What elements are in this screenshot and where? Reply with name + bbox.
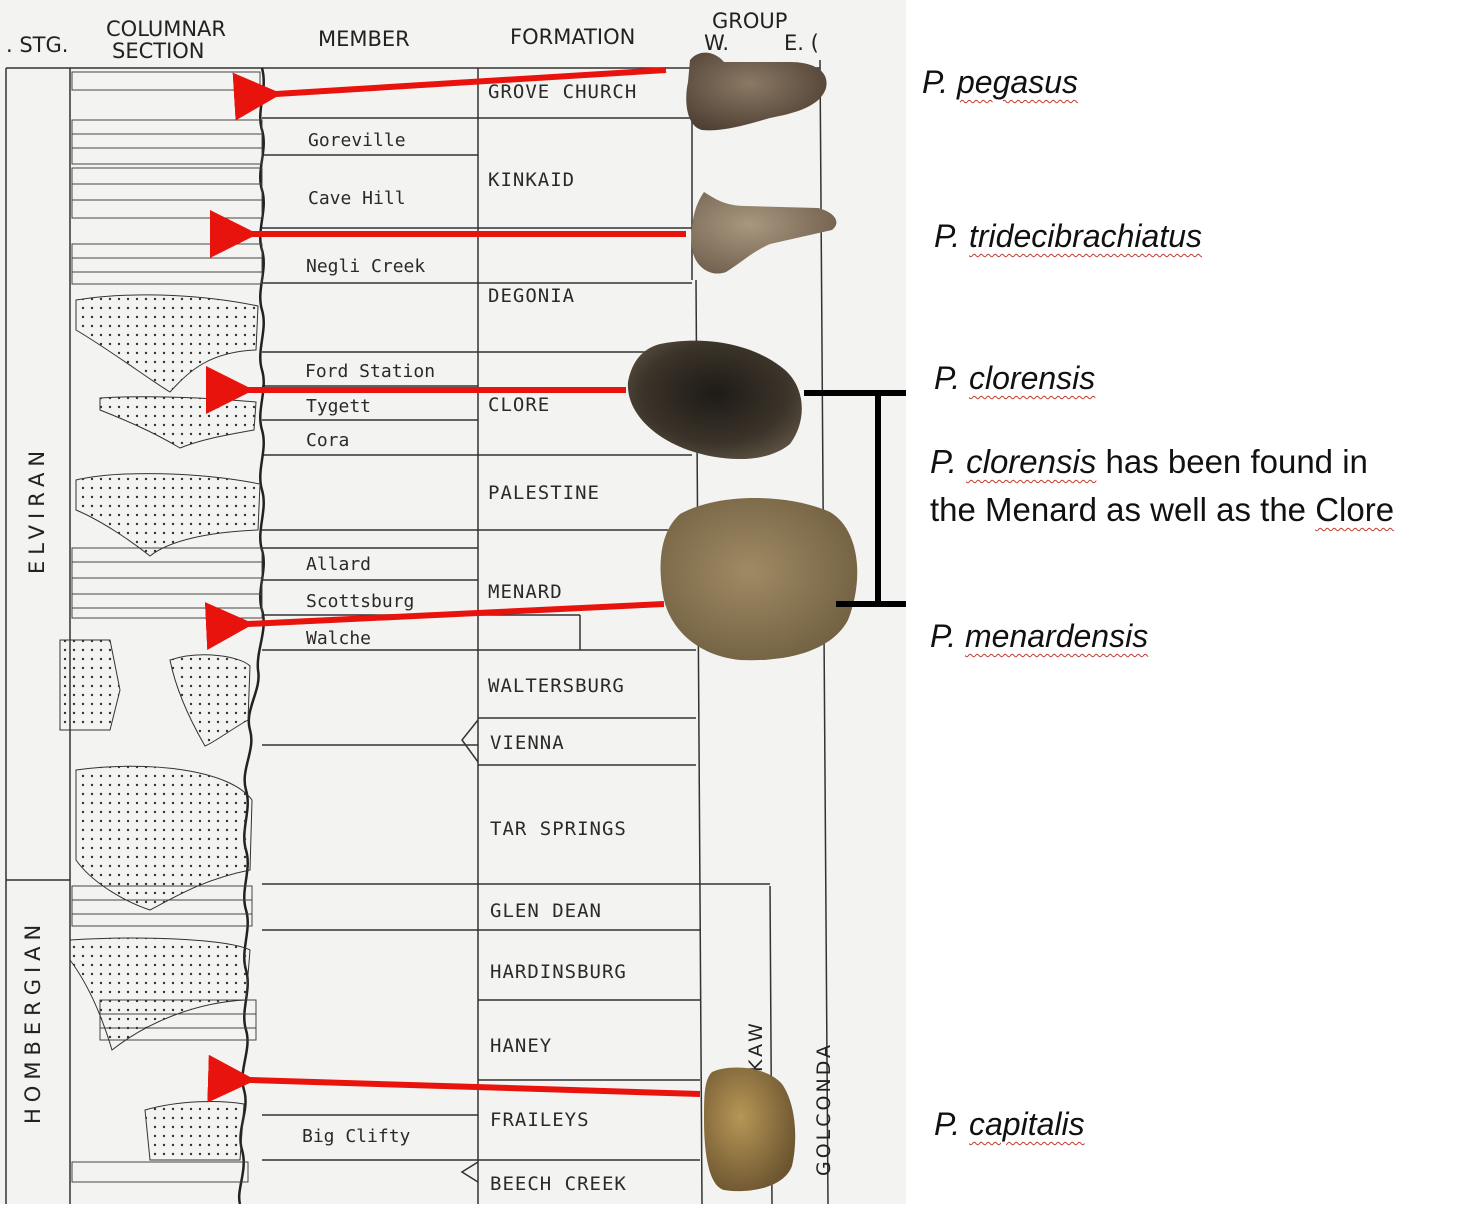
species-label-menardensis: P. menardensis <box>930 618 1148 655</box>
species-epithet: clorensis <box>969 360 1095 396</box>
genus-abbrev: P. <box>934 1106 960 1142</box>
species-label-capitalis: P. capitalis <box>934 1106 1085 1143</box>
arrow-menardensis <box>248 604 664 624</box>
fossil-clorensis-specimen <box>628 341 802 459</box>
arrow-capitalis <box>250 1080 700 1094</box>
genus-abbrev: P. <box>934 360 960 396</box>
species-epithet: tridecibrachiatus <box>969 218 1202 254</box>
species-epithet: capitalis <box>969 1106 1085 1142</box>
note-text-line1: has been found in <box>1096 443 1368 480</box>
genus-abbrev: P. <box>922 64 948 100</box>
species-label-clorensis: P. clorensis <box>934 360 1095 397</box>
note-clore-word: Clore <box>1315 491 1394 528</box>
fossil-tridecibrachiatus-specimen <box>692 192 837 274</box>
fossil-menardensis-specimen <box>661 498 858 660</box>
arrow-pegasus <box>276 70 666 94</box>
genus-abbrev: P. <box>930 618 956 654</box>
species-epithet: pegasus <box>957 64 1078 100</box>
note-text-line2: the Menard as well as the <box>930 491 1315 528</box>
species-label-pegasus: P. pegasus <box>922 64 1078 101</box>
note-epithet: clorensis <box>966 443 1096 480</box>
fossil-pegasus-specimen <box>686 53 826 131</box>
species-label-tridecibrachiatus: P. tridecibrachiatus <box>934 218 1202 255</box>
species-epithet: menardensis <box>965 618 1148 654</box>
red-arrows <box>248 70 700 1094</box>
note-genus: P. <box>930 443 957 480</box>
fossil-capitalis-specimen <box>704 1068 795 1192</box>
range-note: P. clorensis has been found in the Menar… <box>930 438 1460 534</box>
genus-abbrev: P. <box>934 218 960 254</box>
